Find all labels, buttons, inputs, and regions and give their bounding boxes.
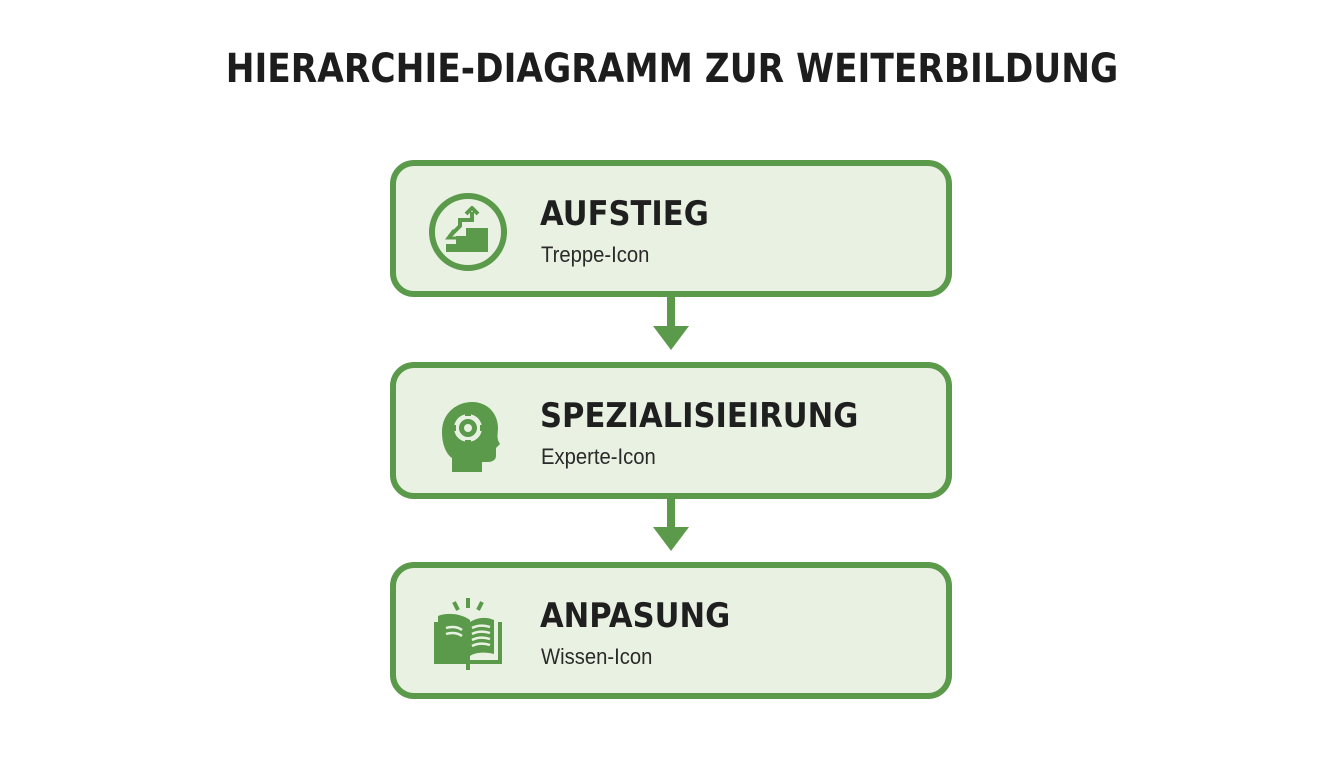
level-box-spezialisierung: SPEZIALISIEIRUNG Experte-Icon bbox=[390, 362, 952, 499]
level-subtitle: Treppe-Icon bbox=[541, 242, 650, 267]
level-title: SPEZIALISIEIRUNG bbox=[540, 396, 859, 436]
open-book-icon bbox=[426, 592, 510, 676]
head-gear-icon bbox=[426, 392, 510, 476]
level-box-aufstieg: AUFSTIEG Treppe-Icon bbox=[390, 160, 952, 297]
level-subtitle: Experte-Icon bbox=[541, 444, 656, 469]
level-subtitle: Wissen-Icon bbox=[541, 644, 653, 669]
down-arrow bbox=[651, 497, 691, 557]
down-arrow bbox=[651, 296, 691, 356]
level-box-anpassung: ANPASUNG Wissen-Icon bbox=[390, 562, 952, 699]
level-title: ANPASUNG bbox=[540, 596, 731, 636]
diagram-title: HIERARCHIE-DIAGRAMM ZUR WEITERBILDUNG bbox=[225, 46, 1119, 92]
level-title: AUFSTIEG bbox=[540, 194, 709, 234]
stairs-icon bbox=[426, 190, 510, 274]
